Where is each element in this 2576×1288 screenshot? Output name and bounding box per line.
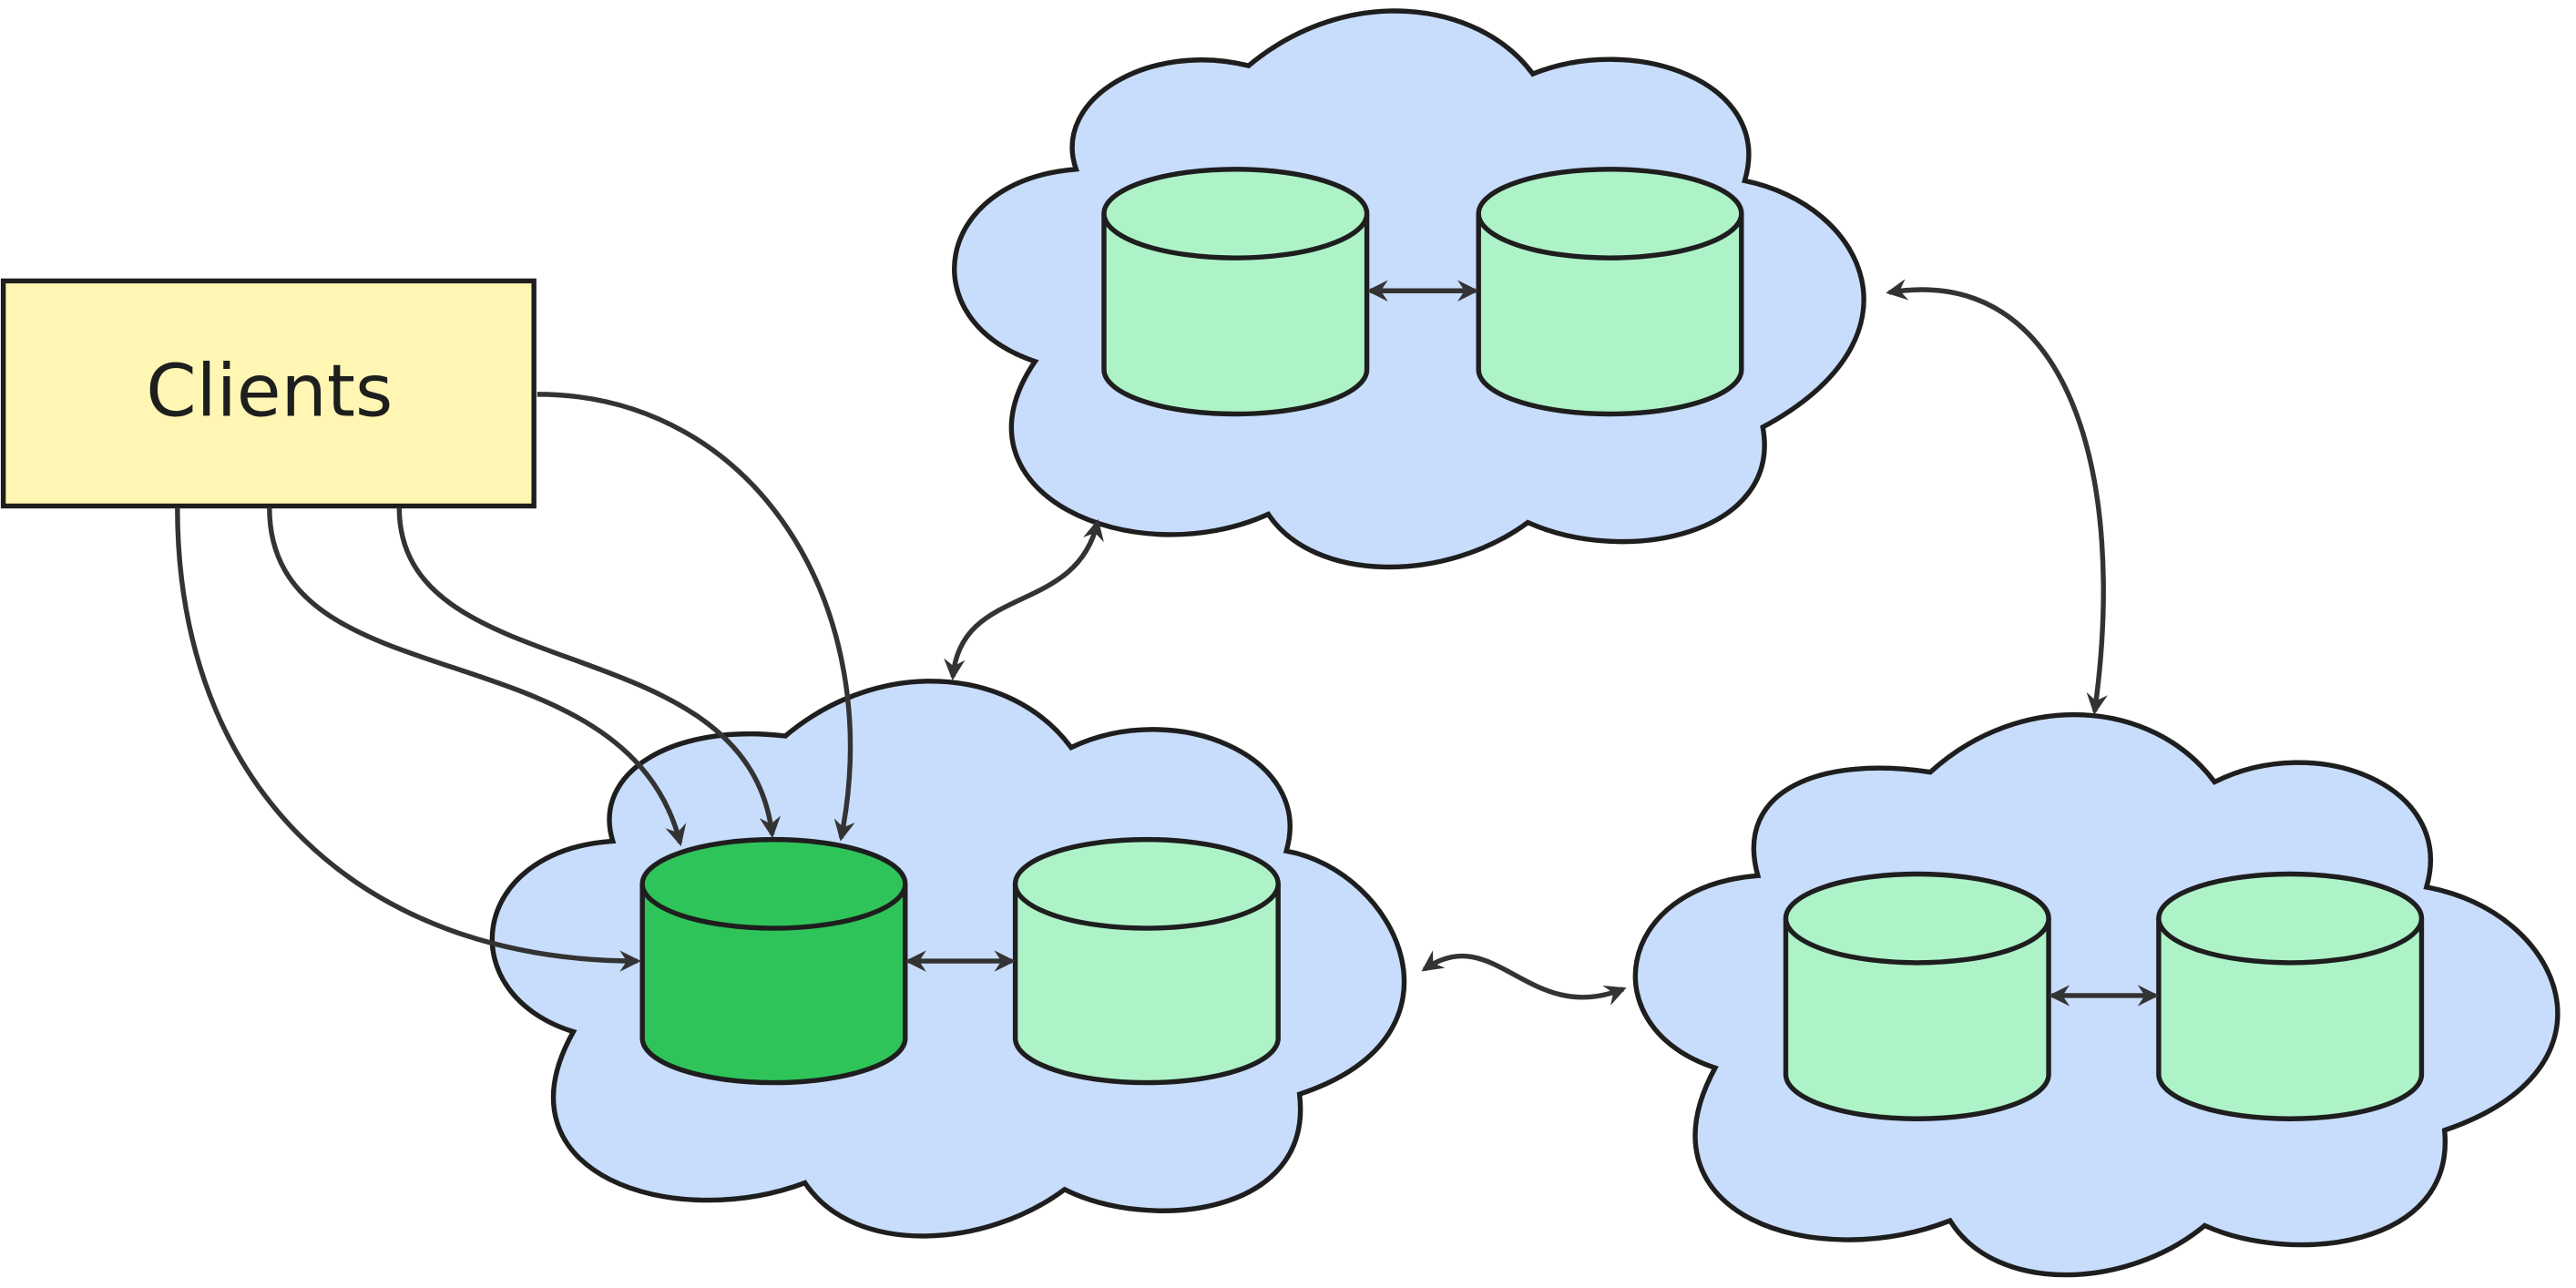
client-connection-arrow <box>267 507 687 847</box>
replica-database[interactable] <box>1476 167 1744 417</box>
replica-database[interactable] <box>2156 871 2425 1121</box>
client-connection-arrow <box>175 507 641 972</box>
replica-database[interactable] <box>1783 871 2051 1121</box>
clients-label: Clients <box>146 349 393 434</box>
clients-box[interactable] <box>0 278 537 509</box>
primary-database[interactable] <box>639 836 908 1086</box>
client-connection-arrow <box>537 392 855 842</box>
replica-database[interactable] <box>1012 836 1281 1086</box>
client-connection-arrow <box>396 507 782 839</box>
replica-database[interactable] <box>1101 167 1370 417</box>
replication-arrow <box>1421 950 1627 1006</box>
replication-arrow <box>944 518 1104 680</box>
replication-arrow <box>1886 279 2108 715</box>
